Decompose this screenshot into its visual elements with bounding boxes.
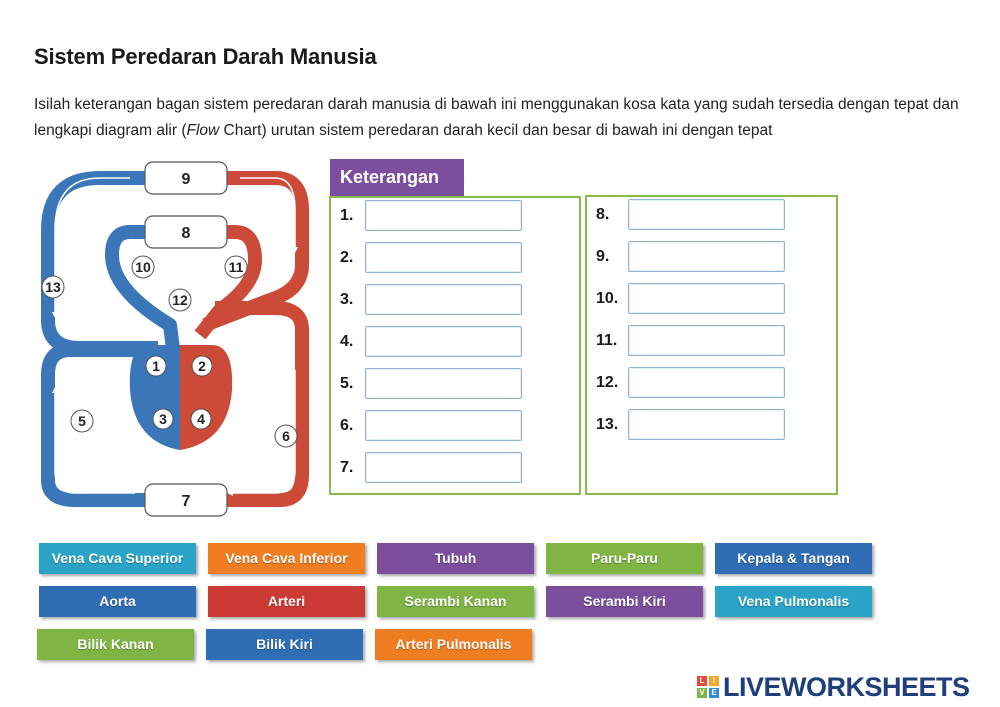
answer-input-11[interactable]	[628, 325, 785, 356]
label-circle-4	[190, 408, 212, 430]
answer-row-11: 11.	[596, 325, 791, 357]
logo-letter: E	[709, 688, 719, 698]
label-circle-2	[191, 355, 213, 377]
chip-bilik-kanan[interactable]: Bilik Kanan	[37, 629, 194, 660]
answer-input-8[interactable]	[628, 199, 785, 230]
label-circle-11-text: 11	[229, 259, 244, 275]
logo-icon: L I V E	[697, 676, 719, 698]
label-circle-3-text: 3	[159, 411, 167, 427]
logo-letter: I	[709, 676, 719, 686]
answer-row-3: 3.	[340, 284, 525, 316]
answer-panel-right	[585, 195, 838, 495]
chip-vena-cava-inferior[interactable]: Vena Cava Inferior	[208, 543, 365, 574]
label-circle-2-text: 2	[198, 358, 206, 374]
instructions-text-2: Chart) urutan sistem peredaran darah kec…	[219, 122, 773, 139]
answer-number: 4.	[340, 333, 354, 350]
answer-input-2[interactable]	[365, 242, 522, 273]
answer-number: 9.	[596, 248, 610, 265]
answer-input-10[interactable]	[628, 283, 785, 314]
circulatory-diagram: 9 8 7 1 2 3 4 5 6 10 11 12 13	[41, 161, 309, 517]
diagram-box-8	[144, 215, 228, 249]
label-circle-6	[274, 424, 298, 448]
answer-number: 3.	[340, 291, 354, 308]
label-circle-3	[152, 408, 174, 430]
label-circle-1	[145, 355, 167, 377]
answer-input-13[interactable]	[628, 409, 785, 440]
chip-bilik-kiri[interactable]: Bilik Kiri	[206, 629, 363, 660]
label-circle-10-text: 10	[135, 259, 151, 275]
vessel-lower-vein	[41, 343, 148, 507]
chip-arteri-pulmonalis[interactable]: Arteri Pulmonalis	[375, 629, 532, 660]
answer-input-5[interactable]	[365, 368, 522, 399]
answer-number: 11.	[596, 332, 618, 349]
chip-vena-cava-superior[interactable]: Vena Cava Superior	[39, 543, 196, 574]
answer-number: 10.	[596, 290, 619, 307]
logo-text: LIVEWORKSHEETS	[723, 671, 970, 702]
logo-letter: L	[697, 676, 707, 686]
page-title: Sistem Peredaran Darah Manusia	[34, 44, 377, 69]
liveworksheets-logo: L I V E LIVEWORKSHEETS	[697, 672, 970, 702]
vessel-upper-artery	[202, 171, 309, 332]
answer-number: 2.	[340, 249, 354, 266]
answer-row-5: 5.	[340, 368, 525, 400]
label-circle-4-text: 4	[197, 411, 205, 427]
label-circle-5	[70, 409, 94, 433]
diagram-box-9-label: 9	[182, 171, 191, 188]
label-circle-13-text: 13	[45, 279, 61, 295]
label-circle-13	[41, 275, 65, 299]
label-circle-6-text: 6	[282, 428, 290, 444]
answer-input-6[interactable]	[365, 410, 522, 441]
answer-row-1: 1.	[340, 200, 525, 232]
label-circle-12-text: 12	[172, 292, 188, 308]
answer-panel-left	[329, 196, 581, 495]
answer-row-2: 2.	[340, 242, 525, 274]
instructions-italic: Flow	[186, 122, 220, 139]
answer-number: 12.	[596, 374, 619, 391]
answer-row-9: 9.	[596, 241, 791, 273]
logo-letter: V	[697, 688, 707, 698]
vessel-pulmonary-artery	[105, 225, 182, 366]
label-circle-11	[224, 255, 248, 279]
diagram-box-8-label: 8	[182, 225, 191, 242]
label-circle-5-text: 5	[78, 413, 86, 429]
chip-tubuh[interactable]: Tubuh	[377, 543, 534, 574]
label-circle-10	[131, 255, 155, 279]
answer-row-6: 6.	[340, 410, 525, 442]
answer-row-12: 12.	[596, 367, 791, 399]
vessel-pulmonary-vein	[194, 225, 262, 340]
answer-input-3[interactable]	[365, 284, 522, 315]
answer-row-10: 10.	[596, 283, 791, 315]
label-circle-12	[168, 288, 192, 312]
vessel-lower-artery	[215, 301, 309, 507]
chip-serambi-kiri[interactable]: Serambi Kiri	[546, 586, 703, 617]
instructions-text-1: Isilah keterangan bagan sistem peredaran…	[34, 96, 959, 139]
chip-paru-paru[interactable]: Paru-Paru	[546, 543, 703, 574]
answer-number: 1.	[340, 207, 354, 224]
chip-kepala-tangan[interactable]: Kepala & Tangan	[715, 543, 872, 574]
diagram-box-7	[144, 483, 228, 517]
chip-vena-pulmonalis[interactable]: Vena Pulmonalis	[715, 586, 872, 617]
chip-serambi-kanan[interactable]: Serambi Kanan	[377, 586, 534, 617]
answer-row-13: 13.	[596, 409, 791, 441]
answer-number: 13.	[596, 416, 619, 433]
answer-number: 5.	[340, 375, 354, 392]
answer-input-4[interactable]	[365, 326, 522, 357]
answer-input-1[interactable]	[365, 200, 522, 231]
chip-arteri[interactable]: Arteri	[208, 586, 365, 617]
chip-aorta[interactable]: Aorta	[39, 586, 196, 617]
answer-input-7[interactable]	[365, 452, 522, 483]
answer-number: 6.	[340, 417, 354, 434]
answer-row-4: 4.	[340, 326, 525, 358]
label-circle-1-text: 1	[152, 358, 160, 374]
diagram-box-7-label: 7	[182, 493, 191, 510]
diagram-box-9	[144, 161, 228, 195]
answer-row-8: 8.	[596, 199, 791, 231]
answer-input-12[interactable]	[628, 367, 785, 398]
answer-row-7: 7.	[340, 452, 525, 484]
answer-number: 7.	[340, 459, 354, 476]
keterangan-header: Keterangan	[330, 159, 464, 196]
answer-input-9[interactable]	[628, 241, 785, 272]
instructions: Isilah keterangan bagan sistem peredaran…	[34, 92, 994, 144]
answer-number: 8.	[596, 206, 610, 223]
